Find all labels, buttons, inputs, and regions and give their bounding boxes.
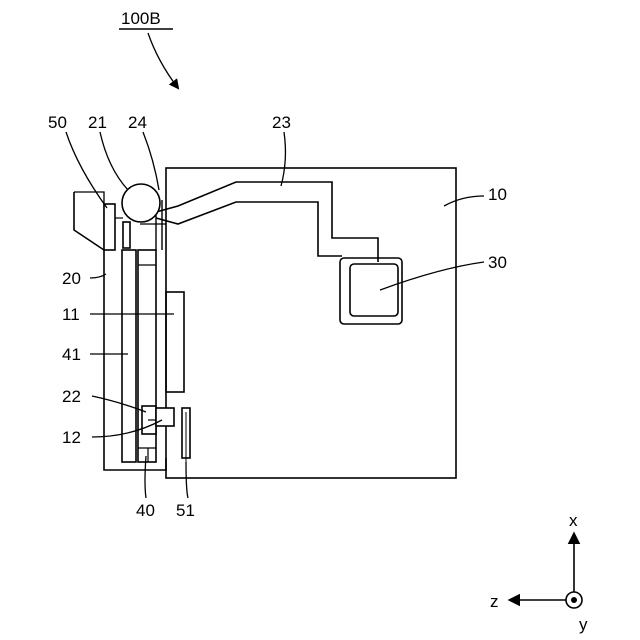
- label-40: 40: [136, 501, 155, 520]
- label-20: 20: [62, 269, 81, 288]
- component-12: [156, 408, 174, 426]
- axis-x-label: x: [569, 511, 578, 530]
- figure-reference-arrow: [148, 33, 178, 88]
- label-30: 30: [488, 253, 507, 272]
- label-21: 21: [88, 113, 107, 132]
- label-12: 12: [62, 428, 81, 447]
- leader-10: [444, 196, 484, 206]
- cable-23-inner: [156, 202, 342, 256]
- label-22: 22: [62, 387, 81, 406]
- axis-y-label: y: [579, 615, 588, 634]
- member-50: [104, 204, 115, 250]
- label-50: 50: [48, 113, 67, 132]
- frame-20-top: [74, 192, 104, 250]
- main-body-10: [166, 168, 456, 478]
- axis-z-label: z: [490, 592, 499, 611]
- leader-40: [145, 456, 146, 498]
- figure-reference-label: 100B: [121, 9, 161, 28]
- leader-21: [100, 132, 128, 190]
- leader-23: [281, 132, 285, 186]
- label-24: 24: [128, 113, 147, 132]
- cable-23: [156, 182, 378, 262]
- leader-24: [143, 132, 159, 190]
- chip-30-inner: [350, 264, 398, 316]
- label-41: 41: [62, 345, 81, 364]
- label-11: 11: [62, 305, 80, 324]
- axis-y-symbol-dot: [571, 597, 577, 603]
- component-11: [166, 292, 184, 392]
- leader-50: [66, 132, 107, 208]
- label-23: 23: [272, 113, 291, 132]
- leader-30: [380, 262, 484, 290]
- member-50-small: [123, 222, 130, 248]
- plate-41: [122, 250, 136, 462]
- leader-51: [186, 462, 188, 498]
- label-10: 10: [488, 185, 507, 204]
- label-51: 51: [176, 501, 195, 520]
